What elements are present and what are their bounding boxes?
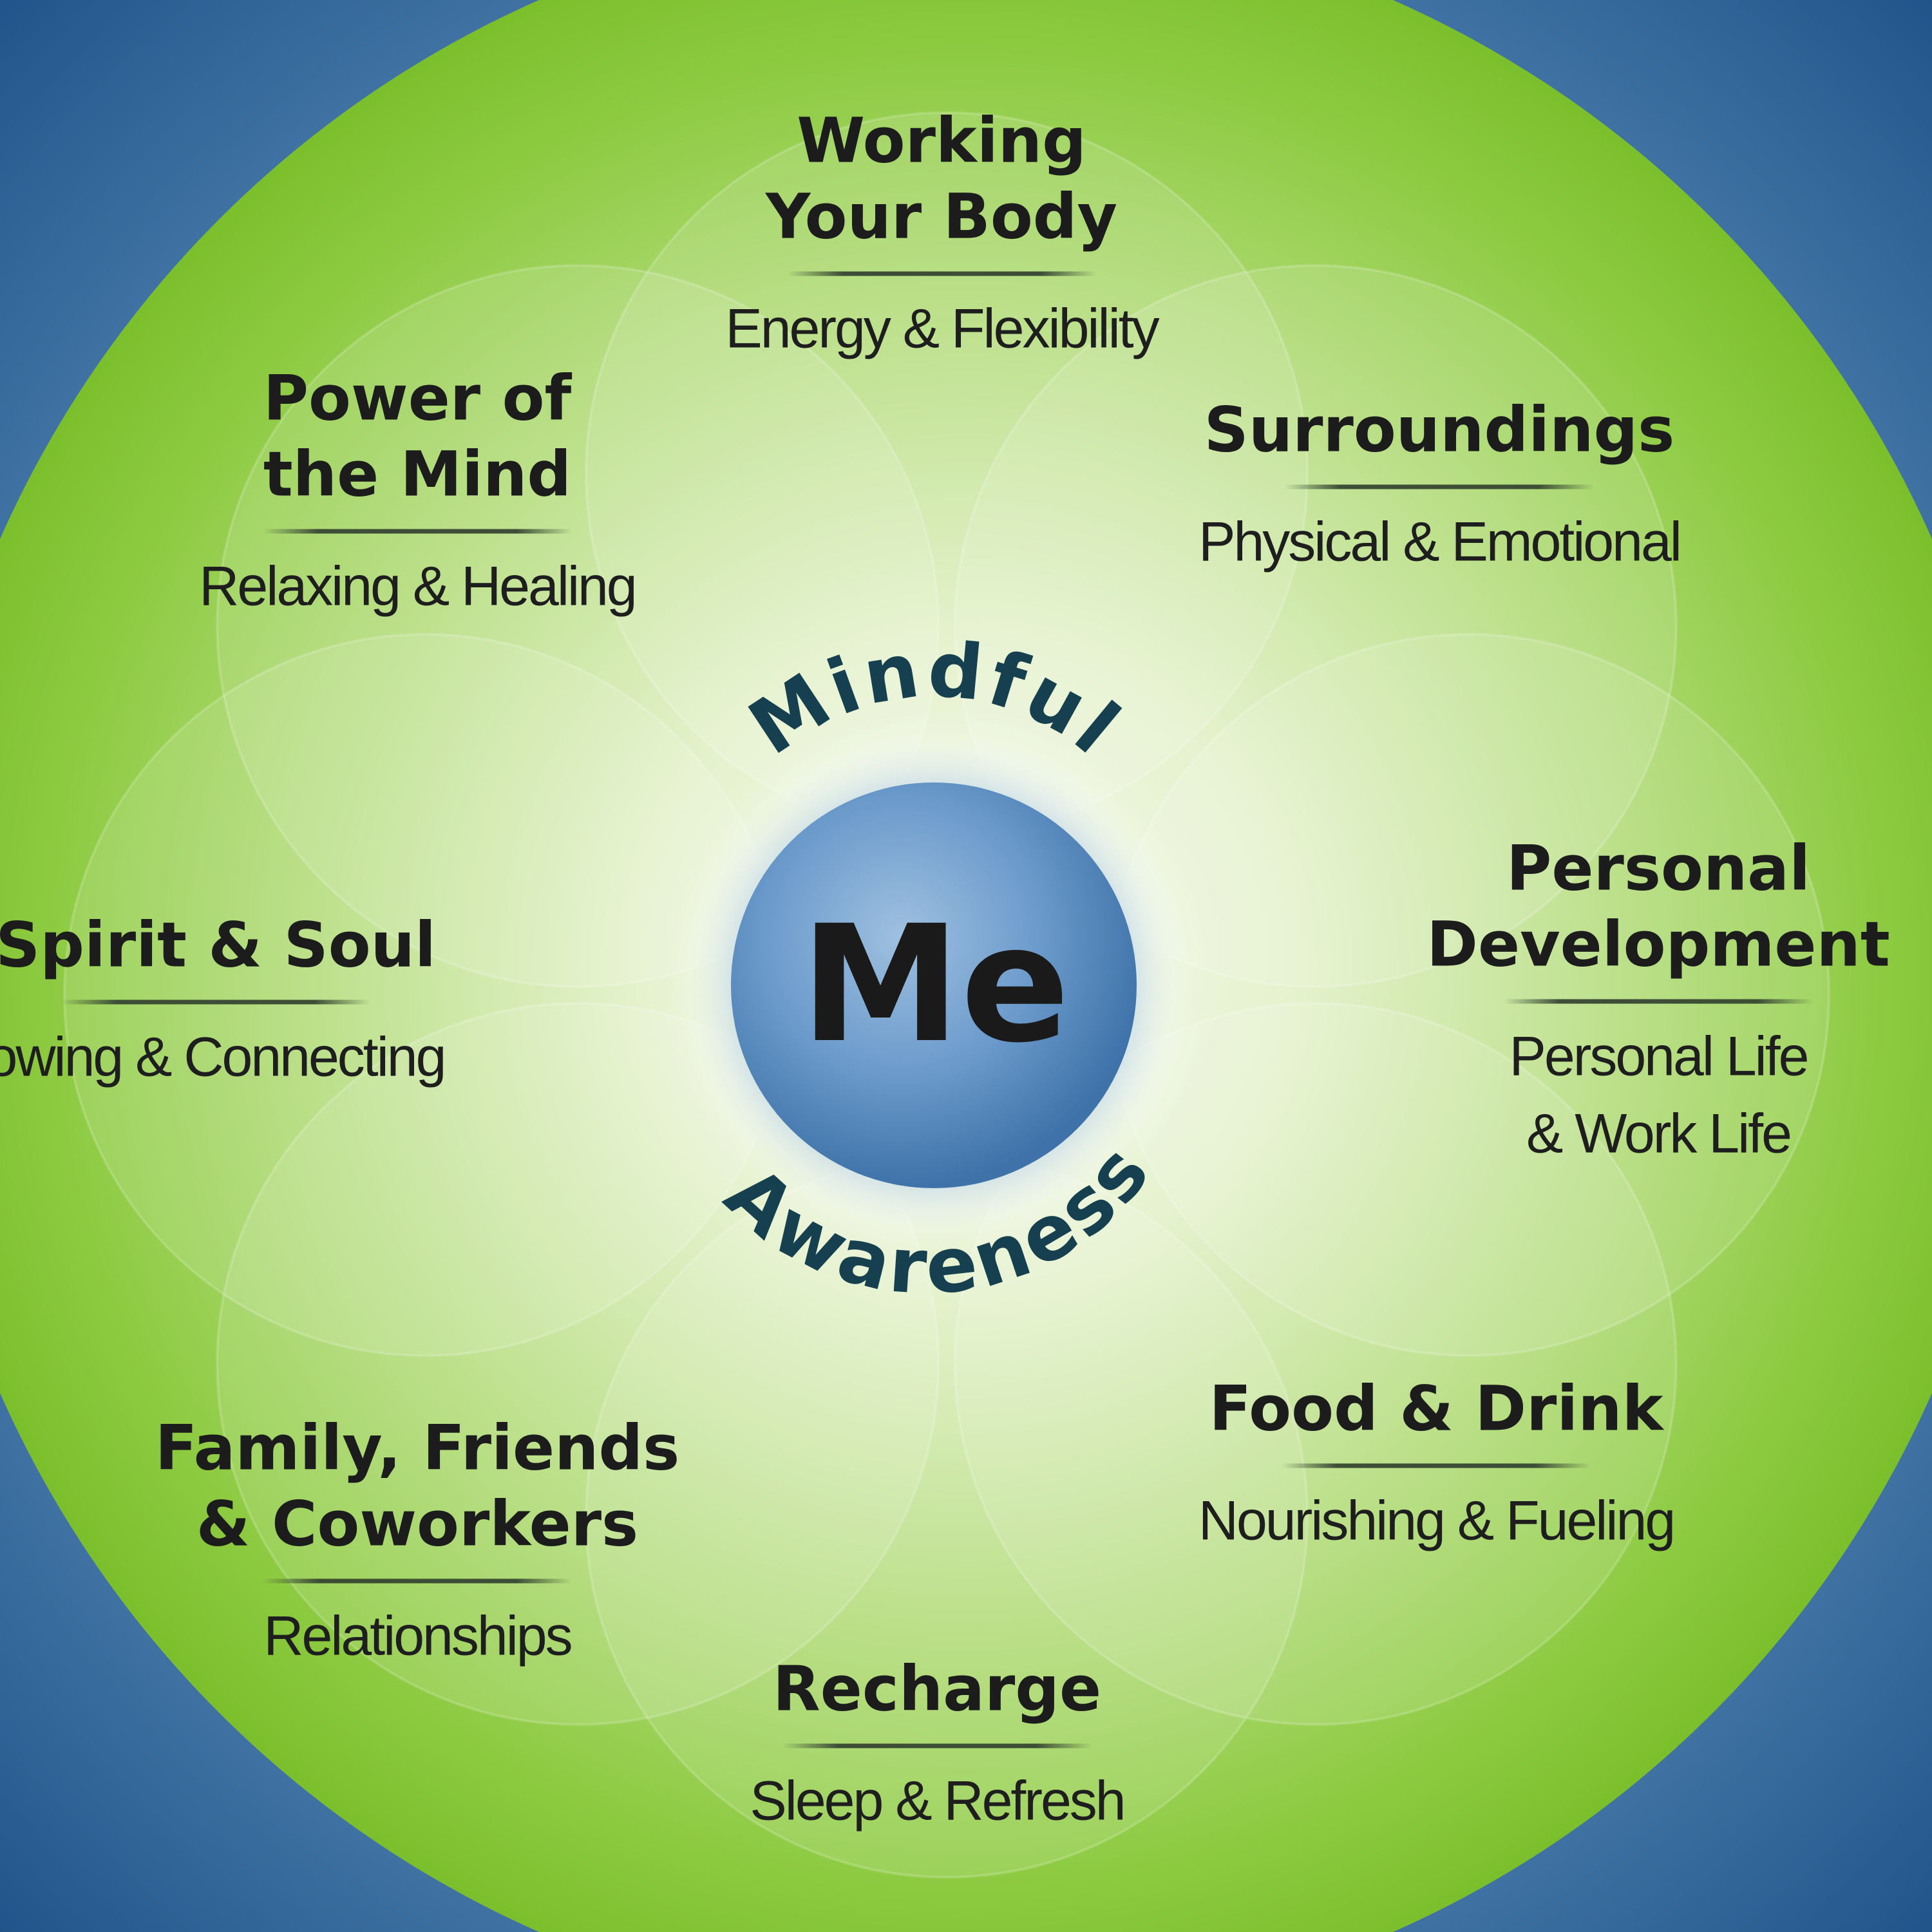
petal-surroundings: Surroundings Physical & Emotional [1198, 392, 1682, 581]
petal-subtitle: Personal Life & Work Life [1509, 1025, 1810, 1165]
petal-subtitle: Sleep & Refresh [750, 1770, 1126, 1832]
petal-divider [1281, 1463, 1591, 1468]
petal-divider [263, 1578, 572, 1584]
petal-title: Family, Friends & Coworkers [155, 1412, 680, 1560]
petal-recharge: Recharge Sleep & Refresh [750, 1651, 1126, 1840]
petal-circle-food-and-drink [953, 1001, 1678, 1726]
petal-power-of-the-mind: Power of the Mind Relaxing & Healing [199, 361, 637, 625]
petal-divider [786, 271, 1096, 276]
petal-food-and-drink: Food & Drink Nourishing & Fueling [1198, 1371, 1676, 1560]
petal-title: Power of the Mind [263, 362, 572, 511]
petal-subtitle: Energy & Flexibility [725, 298, 1159, 360]
petal-subtitle: Relaxing & Healing [199, 555, 637, 618]
petal-title: Personal Development [1426, 832, 1890, 981]
petal-subtitle: Physical & Emotional [1198, 511, 1682, 573]
petal-divider [1504, 999, 1813, 1004]
petal-title: Spirit & Soul [0, 909, 436, 981]
petal-circles [63, 111, 1830, 1879]
petal-subtitle: owing & Connecting [0, 1026, 446, 1088]
petal-personal-development: Personal Development Personal Life & Wor… [1426, 831, 1889, 1173]
center-label: Me [800, 891, 1070, 1078]
petal-title: Food & Drink [1209, 1372, 1663, 1445]
petal-title: Recharge [772, 1653, 1102, 1725]
petal-title: Working Your Body [765, 104, 1118, 253]
petal-divider [782, 1743, 1092, 1748]
petal-family-friends-coworkers: Family, Friends & Coworkers Relationship… [155, 1410, 680, 1675]
petal-spirit-and-soul: Spirit & Soul owing & Connecting [0, 907, 446, 1096]
petal-title: Surroundings [1204, 393, 1675, 466]
petal-subtitle: Nourishing & Fueling [1198, 1490, 1676, 1552]
center-circle [731, 782, 1137, 1188]
petal-working-your-body: Working Your Body Energy & Flexibility [725, 103, 1159, 368]
petal-divider [61, 999, 370, 1005]
petal-divider [1285, 484, 1594, 489]
petal-subtitle: Relationships [263, 1605, 573, 1667]
petal-divider [262, 529, 572, 534]
